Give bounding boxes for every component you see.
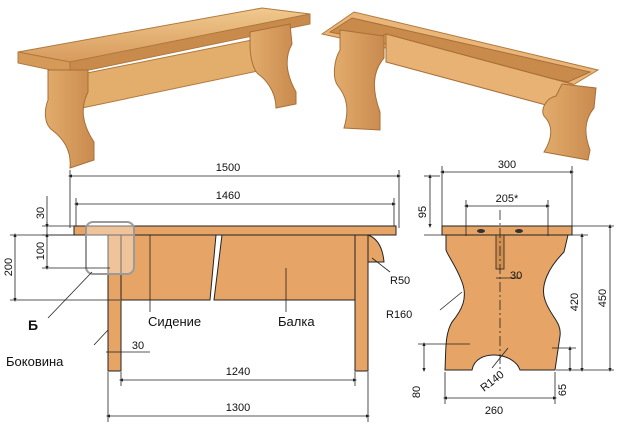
side-label: Боковина <box>6 354 64 369</box>
dim-overall-height: 200 <box>3 258 15 276</box>
side-dim-width: 300 <box>498 159 516 171</box>
side-dim-top-width: 205* <box>496 193 519 205</box>
dim-leg-outer-span: 1300 <box>226 402 250 414</box>
side-dim-foot-height-right: 65 <box>557 384 569 396</box>
detail-b-highlight <box>85 221 135 275</box>
side-dim-top-height: 95 <box>417 206 429 218</box>
side-radius-side: R160 <box>386 309 412 321</box>
detail-b-label: Б <box>28 317 38 333</box>
side-dim-total-height: 450 <box>597 289 609 307</box>
dim-total-length: 1500 <box>216 162 240 174</box>
left-leg <box>107 234 122 372</box>
radius-apron: R50 <box>390 275 410 287</box>
side-dim-bottom-width: 260 <box>485 405 503 417</box>
side-radius-bottom: R140 <box>478 369 506 395</box>
dim-apron-height: 100 <box>35 242 47 260</box>
side-dim-foot-height: 80 <box>411 386 423 398</box>
side-dim-leg-height: 420 <box>569 293 581 311</box>
side-seat-board <box>441 225 573 236</box>
dim-leg-thickness: 30 <box>132 340 144 352</box>
bench-render-front <box>17 7 311 169</box>
dim-leg-inner-span: 1240 <box>226 366 250 378</box>
seat-label: Сидение <box>148 314 201 329</box>
side-view: 300 205* 95 30 420 450 R160 R140 80 65 2… <box>386 159 614 417</box>
right-leg <box>354 234 369 372</box>
dim-seat-length: 1460 <box>216 190 240 202</box>
dim-seat-thickness: 30 <box>35 207 47 219</box>
bench-render-underside <box>320 11 600 161</box>
front-view: 1500 1460 30 100 200 30 1240 1300 R50 Б … <box>3 162 410 422</box>
side-leg-profile <box>444 234 569 371</box>
beam-label: Балка <box>278 314 315 329</box>
side-dim-slot: 30 <box>510 270 522 282</box>
